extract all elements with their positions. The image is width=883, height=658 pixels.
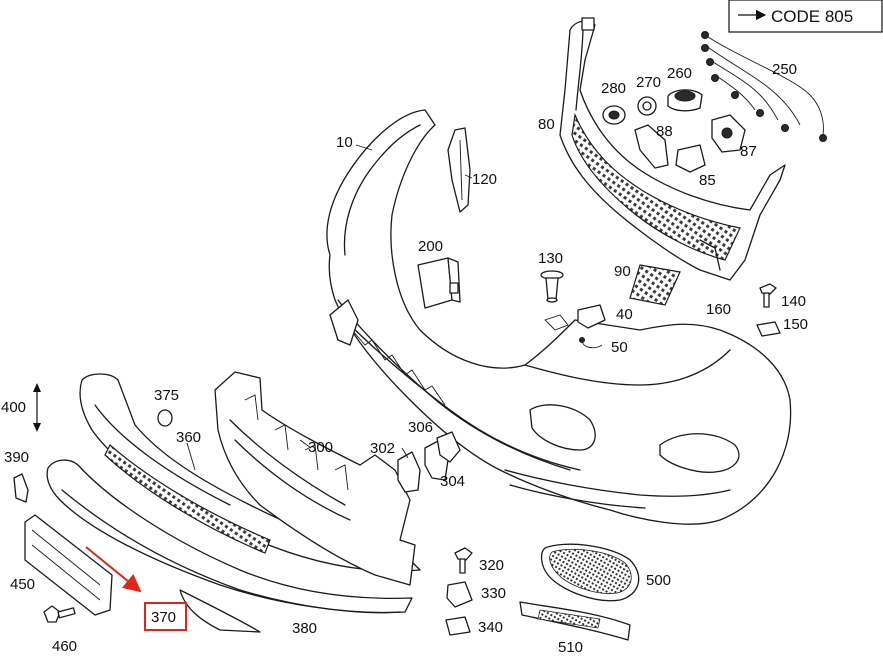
callout-270: 270 — [636, 74, 661, 91]
control-unit — [417, 257, 461, 309]
clip-390 — [13, 473, 29, 503]
plate-holder — [24, 514, 113, 616]
mesh-insert — [629, 264, 681, 306]
callout-306: 306 — [408, 419, 433, 436]
bolt-140 — [759, 283, 777, 308]
leader-lines — [186, 144, 473, 471]
callout-304: 304 — [440, 473, 465, 490]
callout-140: 140 — [781, 293, 806, 310]
callout-260: 260 — [667, 65, 692, 82]
callout-200: 200 — [418, 238, 443, 255]
callout-150: 150 — [783, 316, 808, 333]
callout-390: 390 — [4, 449, 29, 466]
callout-250: 250 — [772, 61, 797, 78]
bumper-cover — [326, 109, 792, 525]
cover-40 — [577, 304, 606, 329]
washer-375 — [157, 409, 173, 427]
callout-370: 370 — [151, 609, 176, 626]
bracket-120 — [447, 127, 471, 213]
clip-130 — [540, 270, 564, 303]
trim-strip — [519, 601, 631, 641]
parking-sensors — [602, 89, 703, 125]
callout-85: 85 — [699, 172, 716, 189]
callout-130: 130 — [538, 250, 563, 267]
upper-grille — [559, 17, 786, 281]
screw-460 — [43, 605, 76, 623]
fog-grille — [540, 543, 640, 602]
callout-460: 460 — [52, 638, 77, 655]
callout-400: 400 — [1, 399, 26, 416]
callout-510: 510 — [558, 639, 583, 656]
callout-330: 330 — [481, 585, 506, 602]
code-box: CODE 805 — [728, 0, 883, 33]
callout-280: 280 — [601, 80, 626, 97]
lower-spoiler — [46, 459, 413, 633]
callout-87: 87 — [740, 143, 757, 160]
callout-300: 300 — [308, 439, 333, 456]
wiring-harness — [701, 31, 827, 142]
nut-340 — [445, 616, 471, 636]
callout-labels: 10 40 50 80 85 87 88 90 120 130 140 150 … — [1, 61, 808, 656]
lower-trim-360 — [79, 373, 421, 572]
sensor-brackets — [634, 114, 746, 173]
callout-120: 120 — [472, 171, 497, 188]
callout-80: 80 — [538, 116, 555, 133]
dimension-400 — [33, 383, 41, 432]
highlight-370 — [85, 546, 187, 631]
callout-160: 160 — [706, 301, 731, 318]
code-label: CODE 805 — [771, 7, 853, 26]
callout-360: 360 — [176, 429, 201, 446]
callout-40: 40 — [616, 306, 633, 323]
bracket-302 — [397, 451, 421, 493]
callout-10: 10 — [336, 134, 353, 151]
callout-500: 500 — [646, 572, 671, 589]
callout-88: 88 — [656, 123, 673, 140]
callout-50: 50 — [611, 339, 628, 356]
impact-absorber — [214, 371, 416, 586]
bracket-330 — [446, 581, 473, 608]
callout-90: 90 — [614, 263, 631, 280]
nut-150 — [756, 321, 781, 337]
bracket-306 — [436, 431, 461, 463]
callout-450: 450 — [10, 576, 35, 593]
callout-302: 302 — [370, 440, 395, 457]
callout-380: 380 — [292, 620, 317, 637]
callout-320: 320 — [479, 557, 504, 574]
bolt-320 — [454, 547, 473, 574]
callout-375: 375 — [154, 387, 179, 404]
callout-340: 340 — [478, 619, 503, 636]
